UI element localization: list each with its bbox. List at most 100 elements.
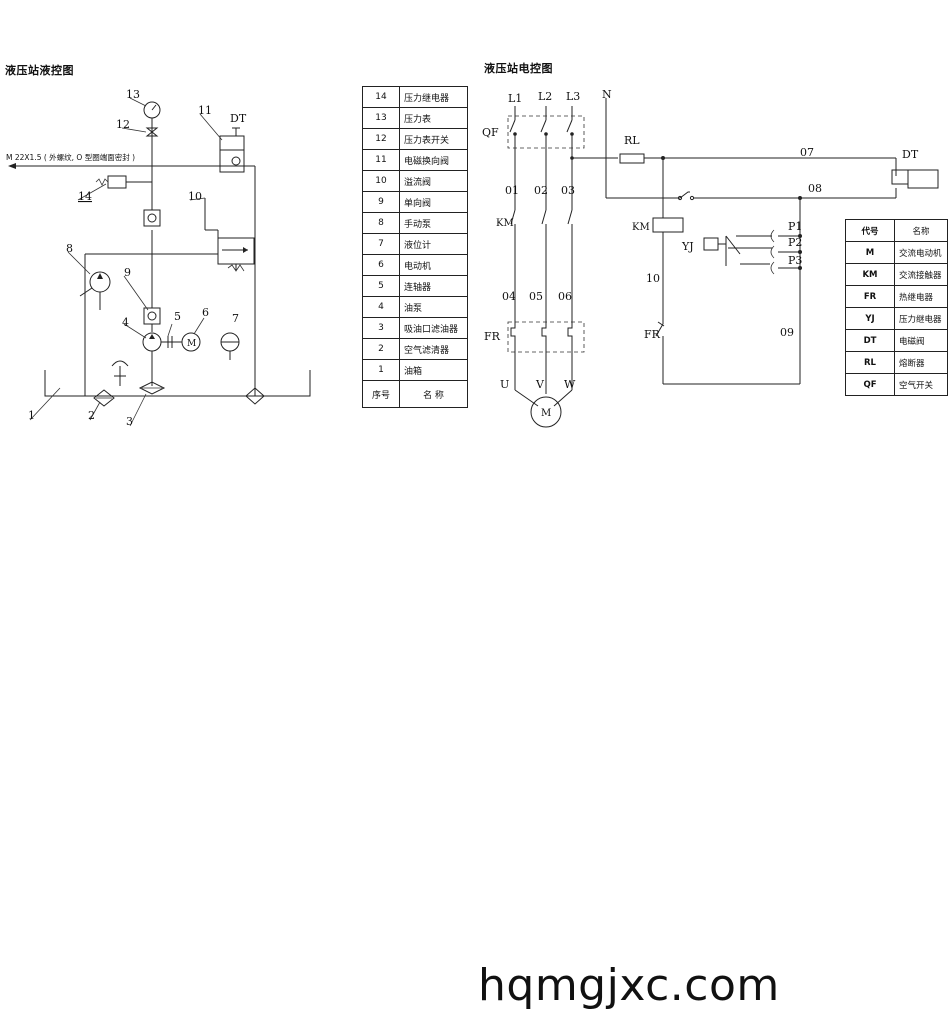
part-cell-name: 吸油口滤油器 bbox=[399, 317, 468, 339]
fuse-icon bbox=[619, 153, 645, 164]
label-l2: L2 bbox=[538, 90, 552, 103]
label-p1: P1 bbox=[788, 220, 802, 233]
label-1: 1 bbox=[28, 409, 35, 422]
electrical-title: 液压站电控图 bbox=[484, 62, 553, 75]
check-valve-icon bbox=[143, 209, 161, 227]
part-cell-name: 压力表 bbox=[399, 107, 468, 129]
solenoid-coil-icon bbox=[891, 169, 909, 185]
part-cell-no: 2 bbox=[362, 338, 400, 360]
label-03: 03 bbox=[561, 184, 575, 197]
hydraulic-diagram: M 22X1.5 ( 外螺纹, O 型圈端面密封 ) M bbox=[6, 88, 311, 428]
pressure-relay-box-icon bbox=[703, 237, 719, 251]
part-cell-name: 油泵 bbox=[399, 296, 468, 318]
label-4: 4 bbox=[122, 316, 129, 329]
part-cell-name: 溢流阀 bbox=[399, 170, 468, 192]
label-09: 09 bbox=[780, 326, 794, 339]
label-l3: L3 bbox=[566, 90, 580, 103]
part-cell-no: 4 bbox=[362, 296, 400, 318]
part-cell-no: 5 bbox=[362, 275, 400, 297]
svg-text:M: M bbox=[187, 339, 196, 349]
label-v: V bbox=[535, 378, 545, 391]
code-cell-code: M bbox=[845, 241, 895, 264]
part-cell-name: 手动泵 bbox=[399, 212, 468, 234]
code-cell-name: 空气开关 bbox=[894, 373, 948, 396]
part-cell-no: 12 bbox=[362, 128, 400, 150]
label-km-coil: KM bbox=[632, 222, 650, 233]
code-table-header: 代号 名称 bbox=[845, 219, 948, 242]
motor-icon bbox=[181, 332, 201, 352]
label-fr: FR bbox=[484, 330, 501, 343]
label-06: 06 bbox=[558, 290, 572, 303]
part-cell-name: 单向阀 bbox=[399, 191, 468, 213]
part-cell-no: 13 bbox=[362, 107, 400, 129]
header-code-name: 名称 bbox=[894, 219, 948, 242]
solenoid-valve-icon bbox=[219, 135, 245, 151]
label-rl: RL bbox=[624, 134, 640, 147]
label-w: W bbox=[564, 378, 576, 391]
label-u: U bbox=[500, 378, 509, 391]
label-10: 10 bbox=[646, 272, 660, 285]
ac-motor-icon bbox=[530, 396, 562, 428]
part-cell-no: 8 bbox=[362, 212, 400, 234]
label-6: 6 bbox=[202, 306, 209, 319]
part-cell-name: 空气滤清器 bbox=[399, 338, 468, 360]
code-cell-name: 压力继电器 bbox=[894, 307, 948, 330]
part-cell-name: 电动机 bbox=[399, 254, 468, 276]
label-2: 2 bbox=[88, 409, 95, 422]
part-cell-no: 11 bbox=[362, 149, 400, 171]
label-p3: P3 bbox=[788, 254, 802, 267]
label-fr-contact: FR bbox=[644, 328, 661, 341]
label-02: 02 bbox=[534, 184, 548, 197]
code-cell-name: 交流电动机 bbox=[894, 241, 948, 264]
label-11: 11 bbox=[198, 104, 212, 117]
label-qf: QF bbox=[482, 126, 499, 139]
label-l1: L1 bbox=[508, 92, 522, 105]
part-cell-name: 液位计 bbox=[399, 233, 468, 255]
part-cell-no: 9 bbox=[362, 191, 400, 213]
hydraulic-title: 液压站液控图 bbox=[5, 64, 74, 77]
label-km: KM bbox=[496, 218, 514, 229]
label-5: 5 bbox=[174, 310, 181, 323]
watermark: hqmgjxc.com bbox=[478, 960, 780, 1011]
code-cell-code: QF bbox=[845, 373, 895, 396]
label-9: 9 bbox=[124, 266, 131, 279]
header-no: 序号 bbox=[362, 380, 400, 408]
code-cell-name: 熔断器 bbox=[894, 351, 948, 374]
pressure-gauge-icon bbox=[143, 101, 161, 119]
suction-filter-icon bbox=[138, 381, 166, 395]
gauge-switch-icon bbox=[145, 127, 159, 137]
contactor-coil-icon bbox=[652, 217, 684, 233]
label-13: 13 bbox=[126, 88, 140, 101]
part-cell-name: 电磁换向阀 bbox=[399, 149, 468, 171]
part-cell-no: 10 bbox=[362, 170, 400, 192]
label-08: 08 bbox=[808, 182, 822, 195]
code-cell-name: 电磁阀 bbox=[894, 329, 948, 352]
pressure-relay-icon bbox=[107, 175, 127, 189]
label-yj: YJ bbox=[681, 240, 694, 253]
svg-text:M: M bbox=[541, 408, 551, 419]
part-cell-no: 14 bbox=[362, 86, 400, 108]
header-name: 名 称 bbox=[399, 380, 468, 408]
label-10: 10 bbox=[188, 190, 202, 203]
label-3: 3 bbox=[126, 415, 133, 428]
part-cell-name: 压力继电器 bbox=[399, 86, 468, 108]
label-07: 07 bbox=[800, 146, 814, 159]
relief-valve-icon bbox=[217, 237, 255, 265]
port-note: M 22X1.5 ( 外螺纹, O 型圈端面密封 ) bbox=[6, 152, 135, 162]
